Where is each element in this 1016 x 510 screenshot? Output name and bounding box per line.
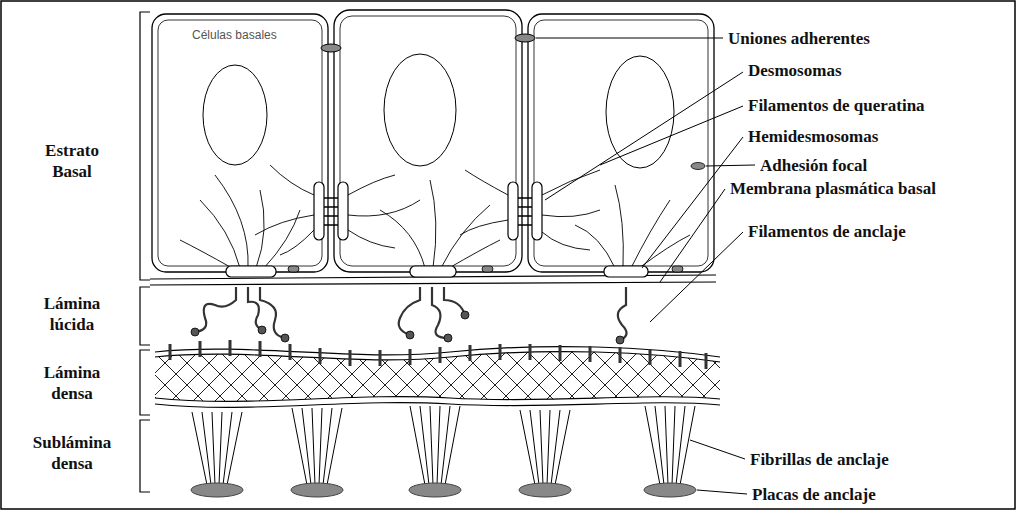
layer-label: Lámina densa — [32, 362, 112, 405]
layer-label: Estrato Basal — [32, 140, 112, 183]
structure-label: Membrana plasmática basal — [730, 178, 936, 199]
structure-label: Fibrillas de anclaje — [750, 449, 889, 470]
cell-label: Células basales — [192, 28, 277, 43]
structure-label: Filamentos de anclaje — [748, 221, 906, 242]
layer-label: Sublámina densa — [25, 432, 120, 475]
structure-label: Filamentos de queratina — [748, 95, 925, 116]
structure-label: Uniones adherentes — [728, 28, 870, 49]
layer-label: Lámina lúcida — [32, 293, 112, 336]
structure-label: Adhesión focal — [760, 155, 867, 176]
structure-label: Placas de anclaje — [752, 484, 876, 505]
structure-label: Hemidesmosomas — [748, 126, 878, 147]
structure-label: Desmosomas — [748, 60, 842, 81]
